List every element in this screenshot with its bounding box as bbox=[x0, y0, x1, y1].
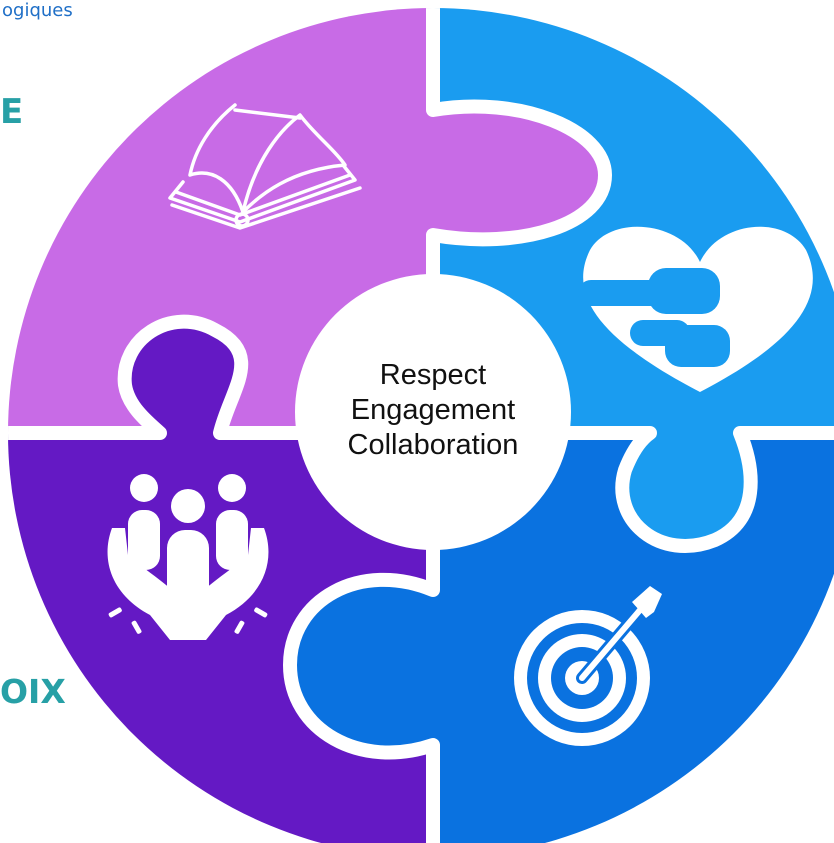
center-line-respect: Respect bbox=[379, 358, 487, 391]
piece-divider-bottom bbox=[283, 433, 440, 843]
center-line-collaboration: Collaboration bbox=[347, 428, 519, 461]
piece-divider-right bbox=[433, 426, 834, 553]
left-partial-letter: E bbox=[0, 92, 24, 132]
bottom-left-partial-word: OIX bbox=[0, 672, 66, 711]
center-line-engagement: Engagement bbox=[350, 393, 516, 426]
center-values-label: Respect Engagement Collaboration bbox=[288, 350, 578, 470]
heart-hug-icon bbox=[578, 226, 813, 392]
community-hands-icon bbox=[107, 474, 269, 640]
open-book-icon bbox=[168, 103, 362, 230]
piece-divider-left bbox=[8, 314, 433, 440]
target-arrow-icon bbox=[514, 586, 662, 746]
top-partial-text: ogiques bbox=[2, 0, 73, 21]
center-circle bbox=[295, 274, 571, 550]
piece-divider-top bbox=[426, 8, 612, 433]
